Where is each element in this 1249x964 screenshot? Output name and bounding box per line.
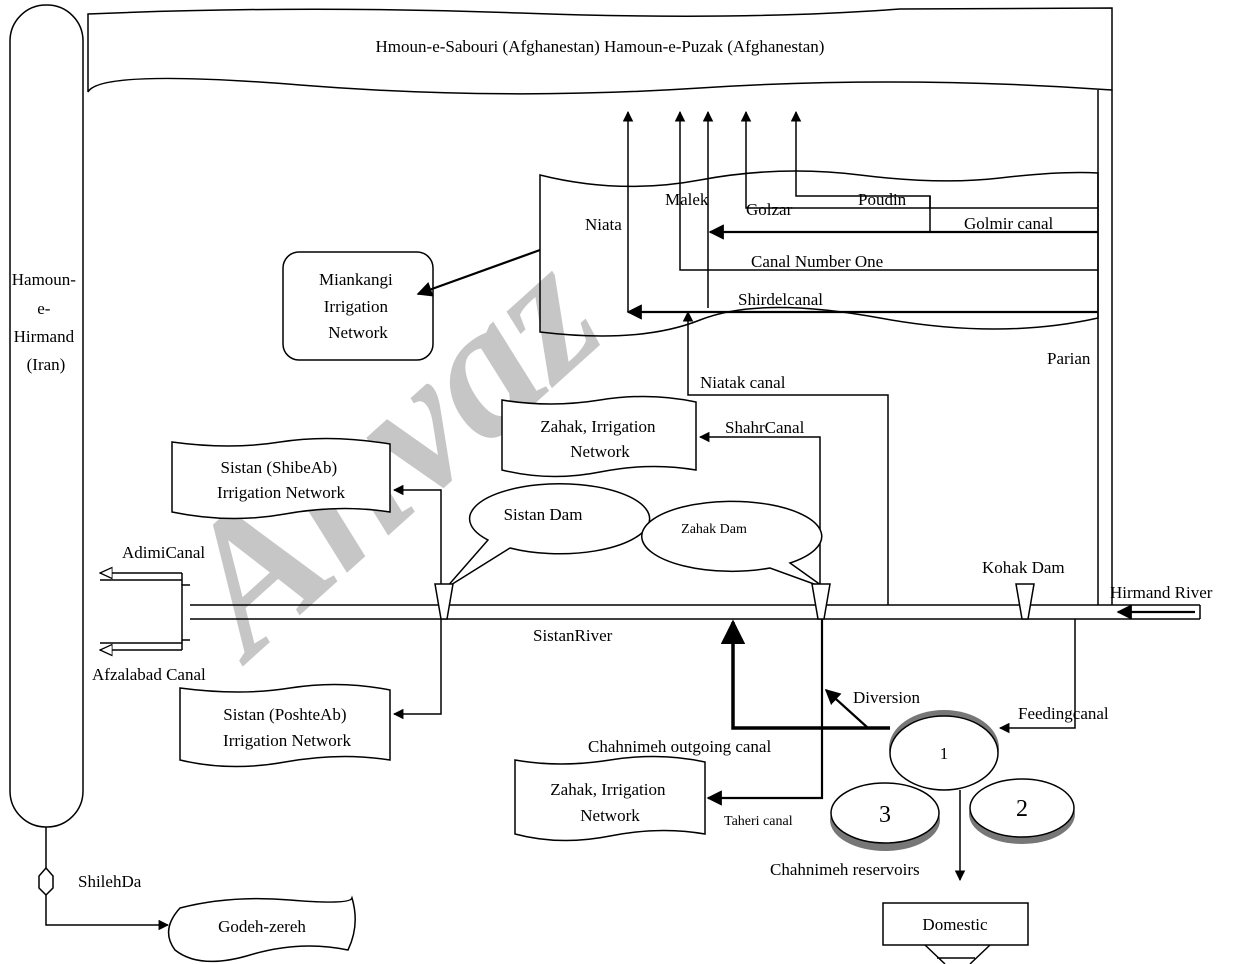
domestic-box bbox=[882, 902, 1029, 946]
reservoir-2 bbox=[969, 778, 1075, 838]
sistan-poshteab-network bbox=[179, 683, 391, 768]
miankangi-arrow bbox=[416, 248, 541, 297]
sistan-dam-label: Sistan Dam bbox=[504, 505, 583, 524]
feeding-canal-line bbox=[998, 619, 1076, 734]
zahak-network-top-label: Zahak, Irrigation Network bbox=[540, 417, 659, 461]
godeh-zereh-label: Godeh-zereh bbox=[218, 917, 306, 936]
diversion-return-line bbox=[720, 619, 890, 730]
miankangi-box bbox=[282, 251, 434, 361]
domestic-outflow bbox=[924, 944, 991, 964]
diversion-arrow bbox=[824, 688, 869, 729]
niata-label: Niata bbox=[585, 215, 622, 234]
reservoir-3 bbox=[830, 782, 940, 844]
niatak-canal-label: Niatak canal bbox=[700, 373, 786, 392]
domestic-label: Domestic bbox=[922, 915, 988, 934]
sistan-river-label: SistanRiver bbox=[533, 626, 613, 645]
afzalabad-canal-label: Afzalabad Canal bbox=[92, 665, 206, 684]
taheri-canal-line bbox=[706, 619, 824, 806]
diversion-label: Diversion bbox=[853, 688, 921, 707]
hamoun-hirmand-box bbox=[9, 4, 84, 828]
shahr-canal-label: ShahrCanal bbox=[725, 418, 805, 437]
afghan-hamoun-banner bbox=[87, 7, 1113, 95]
zahak-network-bottom-label: Zahak, Irrigation Network bbox=[550, 780, 669, 825]
reservoir-1 bbox=[889, 715, 999, 791]
kohak-dam-gate bbox=[1015, 583, 1035, 620]
shilehda-to-godeh bbox=[45, 895, 170, 931]
sistan-poshteab-label: Sistan (PoshteAb) Irrigation Network bbox=[223, 705, 351, 750]
river-outlet-bracket bbox=[181, 584, 190, 641]
sistan-dam-gate bbox=[434, 583, 454, 620]
shirdelcanal-label: Shirdelcanal bbox=[738, 290, 823, 309]
shibeab-canal-line bbox=[392, 484, 442, 590]
golzar-canal-line bbox=[740, 110, 930, 209]
parian-label: Parian bbox=[1047, 349, 1091, 368]
hamoun-hirmand-label: Hamoun- e- Hirmand (Iran) bbox=[12, 270, 80, 374]
hirmand-river-label: Hirmand River bbox=[1110, 583, 1213, 602]
poudin-canal-line bbox=[790, 110, 1098, 209]
shilehda-gate bbox=[38, 866, 54, 897]
miankangi-label: Miankangi Irrigation Network bbox=[319, 270, 397, 342]
malek-label: Malek bbox=[665, 190, 709, 209]
reservoir-2-label: 2 bbox=[1016, 796, 1028, 822]
sistan-shibeab-label: Sistan (ShibeAb) Irrigation Network bbox=[217, 458, 345, 502]
golzar-label: Golzar bbox=[746, 200, 793, 219]
sistan-shibeab-network bbox=[171, 437, 391, 520]
canal-number-one-line bbox=[674, 110, 1098, 271]
sistan-dam-callout bbox=[445, 483, 651, 589]
reservoir-1-label: 1 bbox=[940, 744, 949, 763]
chahnimeh-reservoirs-label: Chahnimeh reservoirs bbox=[770, 860, 920, 879]
zahak-dam-gate bbox=[811, 583, 831, 620]
zahak-network-top bbox=[501, 395, 697, 478]
zahak-dam-callout bbox=[641, 500, 826, 589]
chahnimeh-outgoing-label: Chahnimeh outgoing canal bbox=[588, 737, 771, 756]
niata-area bbox=[539, 170, 1099, 337]
shilehda-label: ShilehDa bbox=[78, 872, 142, 891]
zahak-dam-label: Zahak Dam bbox=[681, 522, 747, 537]
afghan-hamoun-title: Hmoun-e-Sabouri (Afghanestan) Hamoun-e-P… bbox=[376, 37, 825, 56]
golmir-canal-label: Golmir canal bbox=[964, 214, 1053, 233]
taheri-canal-label: Taheri canal bbox=[724, 814, 793, 829]
canal-number-one-label: Canal Number One bbox=[751, 252, 883, 271]
poudin-label: Poudin bbox=[858, 190, 907, 209]
zahak-network-bottom bbox=[514, 755, 706, 842]
adimi-canal-label: AdimiCanal bbox=[122, 543, 205, 562]
reservoir-3-label: 3 bbox=[879, 802, 891, 828]
godeh-zereh-area bbox=[167, 895, 356, 963]
feeding-canal-label: Feedingcanal bbox=[1018, 704, 1109, 723]
poshteab-canal-line bbox=[392, 619, 442, 720]
kohak-dam-label: Kohak Dam bbox=[982, 558, 1065, 577]
niatak-canal-line bbox=[682, 310, 889, 605]
